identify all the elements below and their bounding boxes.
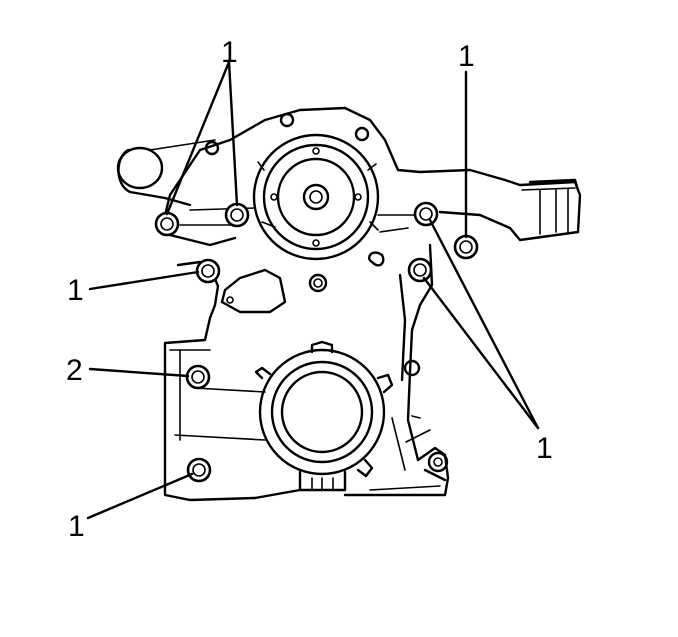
leader-right-a [428, 218, 540, 430]
bolt-a [154, 211, 180, 237]
front-cover-body [163, 214, 434, 502]
callout-label-left-bottom: 1 [68, 510, 85, 543]
leader-left-2 [88, 367, 190, 378]
bolt-e [453, 234, 479, 260]
front-cover-lower-right [343, 370, 450, 497]
water-pump-housing [116, 106, 582, 247]
bolt-g [185, 364, 211, 390]
bolt-h [186, 457, 212, 483]
leader-left-mid [88, 270, 200, 291]
callout-label-top-right: 1 [458, 40, 475, 73]
bolt-c [195, 258, 221, 284]
leader-right-b [422, 276, 540, 430]
crankshaft-seal-housing [253, 340, 394, 500]
callout-label-top-left: 1 [221, 36, 238, 69]
bolt-d [413, 201, 439, 227]
bolt-b [224, 202, 250, 228]
leader-lines [86, 60, 540, 520]
callout-label-left-mid: 1 [67, 274, 84, 307]
leader-top-left-b [227, 60, 239, 207]
bolt-f [407, 257, 433, 283]
leader-top-left-a [165, 60, 231, 216]
leader-left-bottom [86, 472, 194, 520]
callout-label-left-2: 2 [66, 354, 83, 387]
water-pump-hub [252, 133, 380, 293]
callout-label-right: 1 [536, 432, 553, 465]
